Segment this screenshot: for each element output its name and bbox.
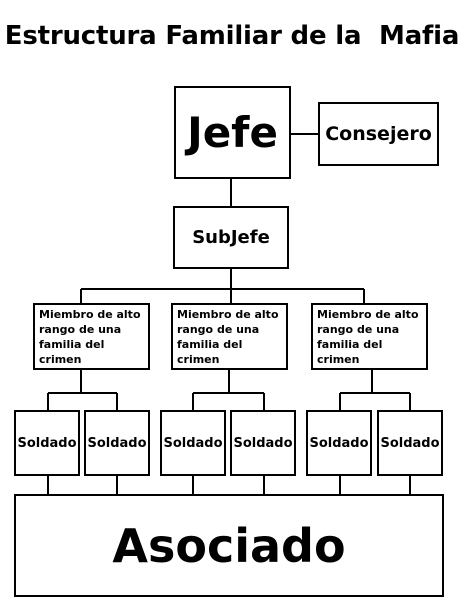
node-soldado-5: Soldado bbox=[306, 410, 372, 476]
node-miembro-3: Miembro de alto rango de una familia del… bbox=[311, 303, 428, 370]
node-asociado-label: Asociado bbox=[112, 518, 346, 573]
node-soldado-1: Soldado bbox=[14, 410, 80, 476]
diagram-title: Estructura Familiar de la Mafia bbox=[4, 21, 460, 51]
node-jefe-label: Jefe bbox=[187, 108, 278, 157]
node-soldado-6: Soldado bbox=[377, 410, 443, 476]
node-miembro-2-label: Miembro de alto rango de una familia del… bbox=[177, 307, 279, 366]
node-soldado-1-label: Soldado bbox=[17, 435, 77, 451]
node-miembro-2: Miembro de alto rango de una familia del… bbox=[171, 303, 288, 370]
node-soldado-2: Soldado bbox=[84, 410, 150, 476]
node-soldado-3-label: Soldado bbox=[163, 435, 223, 451]
node-consejero-label: Consejero bbox=[325, 123, 432, 145]
node-miembro-1: Miembro de alto rango de una familia del… bbox=[33, 303, 150, 370]
node-soldado-5-label: Soldado bbox=[309, 435, 369, 451]
node-soldado-3: Soldado bbox=[160, 410, 226, 476]
node-asociado: Asociado bbox=[14, 494, 444, 597]
node-consejero: Consejero bbox=[318, 102, 439, 166]
node-miembro-3-label: Miembro de alto rango de una familia del… bbox=[317, 307, 419, 366]
node-soldado-2-label: Soldado bbox=[87, 435, 147, 451]
node-subjefe-label: SubJefe bbox=[192, 227, 270, 248]
node-soldado-4: Soldado bbox=[230, 410, 296, 476]
node-jefe: Jefe bbox=[174, 86, 291, 179]
node-soldado-6-label: Soldado bbox=[380, 435, 440, 451]
node-subjefe: SubJefe bbox=[173, 206, 289, 269]
node-miembro-1-label: Miembro de alto rango de una familia del… bbox=[39, 307, 141, 366]
node-soldado-4-label: Soldado bbox=[233, 435, 293, 451]
